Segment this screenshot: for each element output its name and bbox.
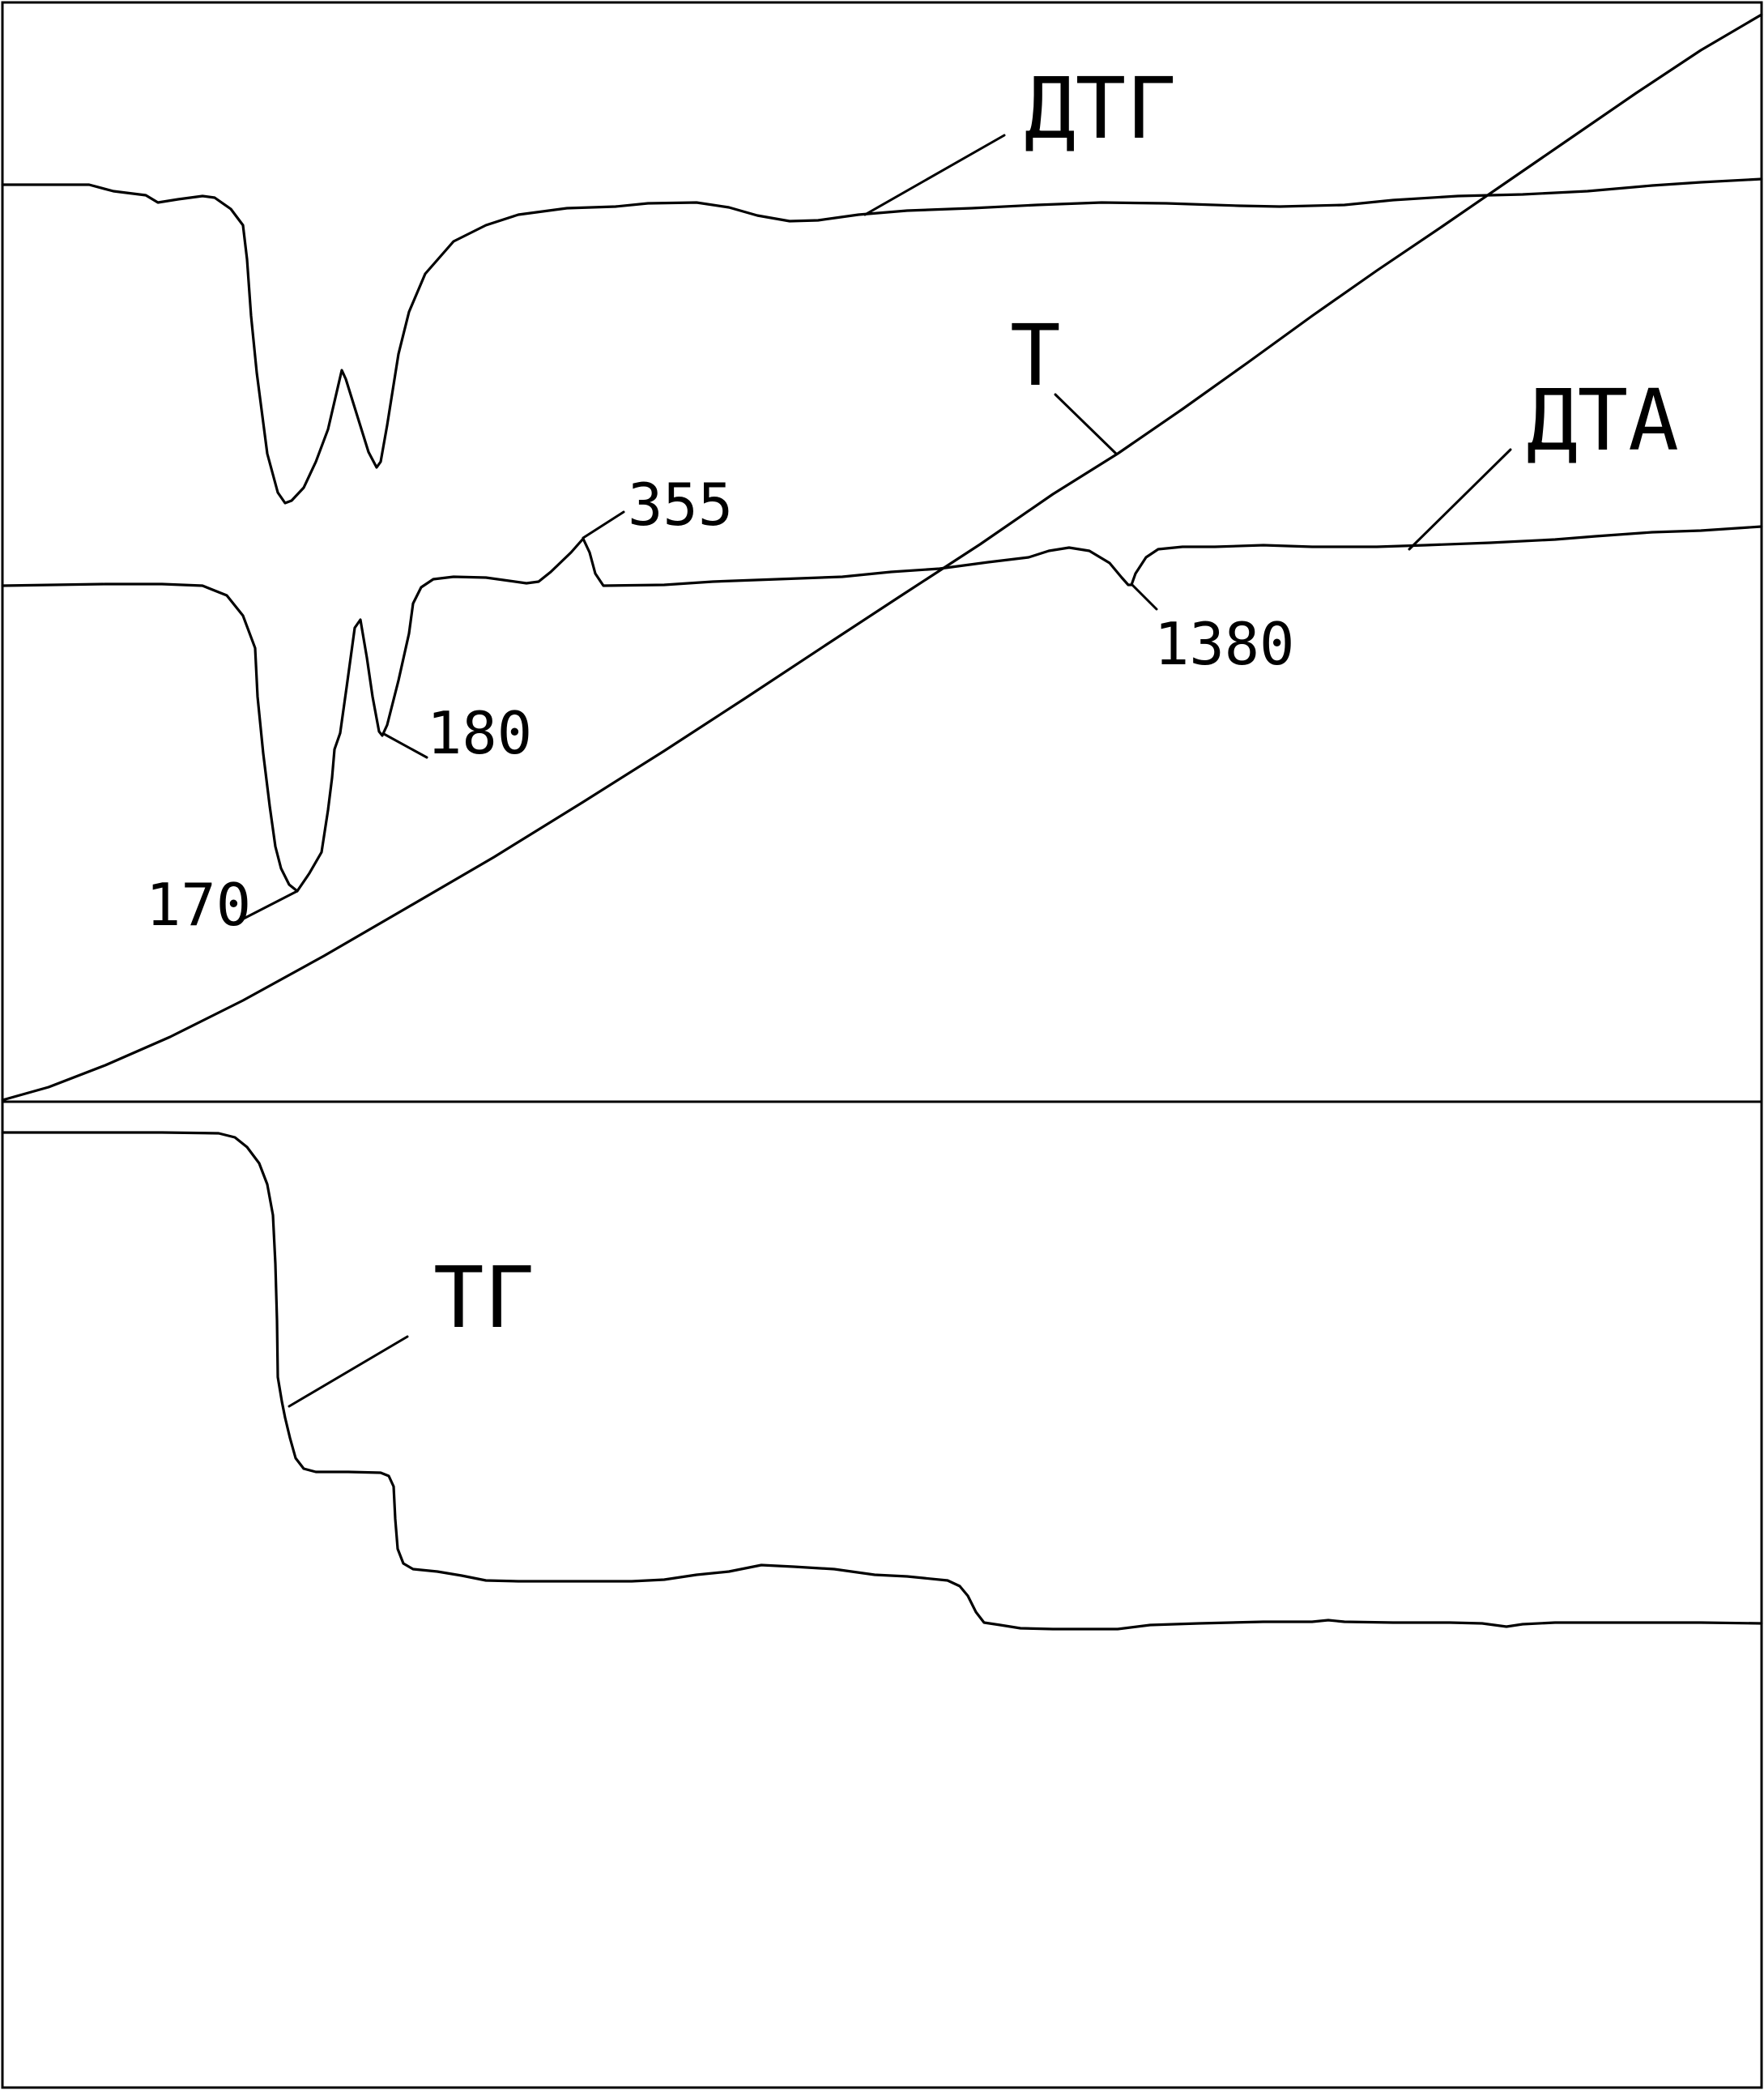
tg-series-line — [1, 1131, 1763, 1631]
peak-180-leader — [382, 732, 428, 759]
peak-label-355: 355 — [628, 471, 733, 539]
dtg-series-line — [1, 177, 1763, 505]
upper-panel-frame — [1, 1, 1763, 1103]
peak-label-1380: 1380 — [1154, 610, 1294, 678]
t-label-leader — [1054, 393, 1118, 455]
peak-label-180: 180 — [427, 699, 532, 767]
dtg-series-label: ДТГ — [1025, 59, 1177, 158]
peak-355-leader — [582, 510, 625, 540]
dta-series-line — [1, 525, 1763, 893]
dta-series-label: ДТА — [1527, 371, 1679, 470]
peak-170-leader — [236, 889, 299, 923]
tg-label-leader — [288, 1335, 409, 1408]
peak-label-170: 170 — [146, 871, 251, 939]
lower-panel-frame — [1, 1100, 1763, 2089]
t-series-line — [1, 13, 1763, 1102]
peak-1380-leader — [1131, 583, 1158, 611]
dtg-label-leader — [863, 134, 1006, 216]
dta-label-leader — [1408, 448, 1512, 551]
tg-series-label: ТГ — [433, 1248, 535, 1347]
t-series-label: Т — [1010, 306, 1061, 405]
